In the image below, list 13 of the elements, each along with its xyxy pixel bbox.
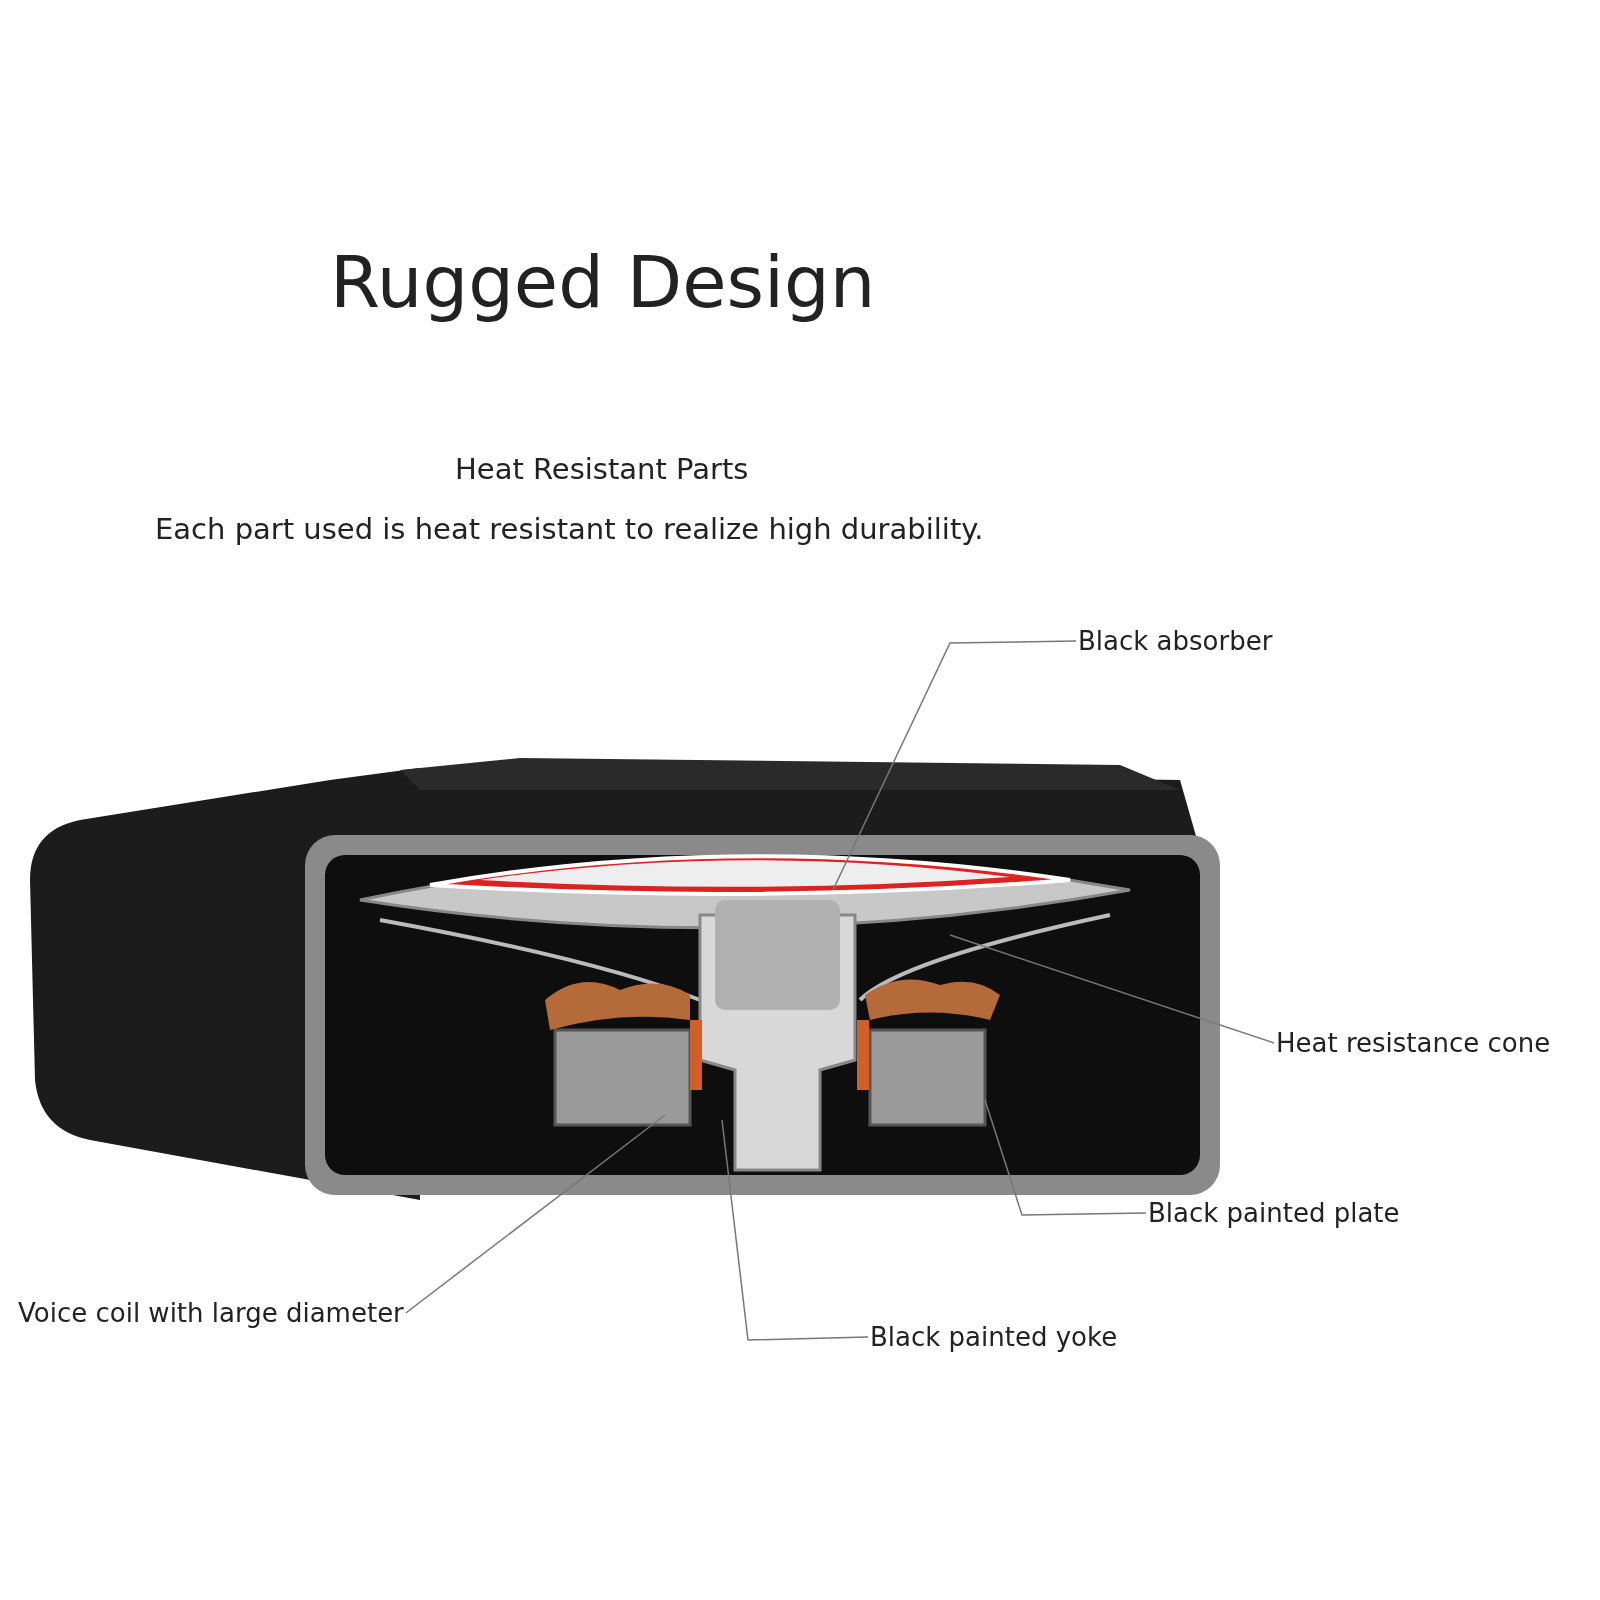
leader-line xyxy=(984,1099,1147,1216)
callout-label: Voice coil with large diameter xyxy=(18,1298,404,1328)
leader-line xyxy=(405,1114,666,1314)
callout-label: Black absorber xyxy=(1078,626,1273,656)
title: Rugged Design xyxy=(330,240,876,324)
section-heading: Heat Resistant Parts xyxy=(455,452,749,486)
leader-line xyxy=(721,1119,869,1341)
leader-line xyxy=(949,934,1275,1044)
callout-label: Black painted plate xyxy=(1148,1198,1400,1228)
description-text: Each part used is heat resistant to realize high durability. xyxy=(155,512,984,546)
leader-line xyxy=(832,640,1077,891)
callout-label: Black painted yoke xyxy=(870,1322,1118,1352)
callout-label: Heat resistance cone xyxy=(1276,1028,1551,1058)
